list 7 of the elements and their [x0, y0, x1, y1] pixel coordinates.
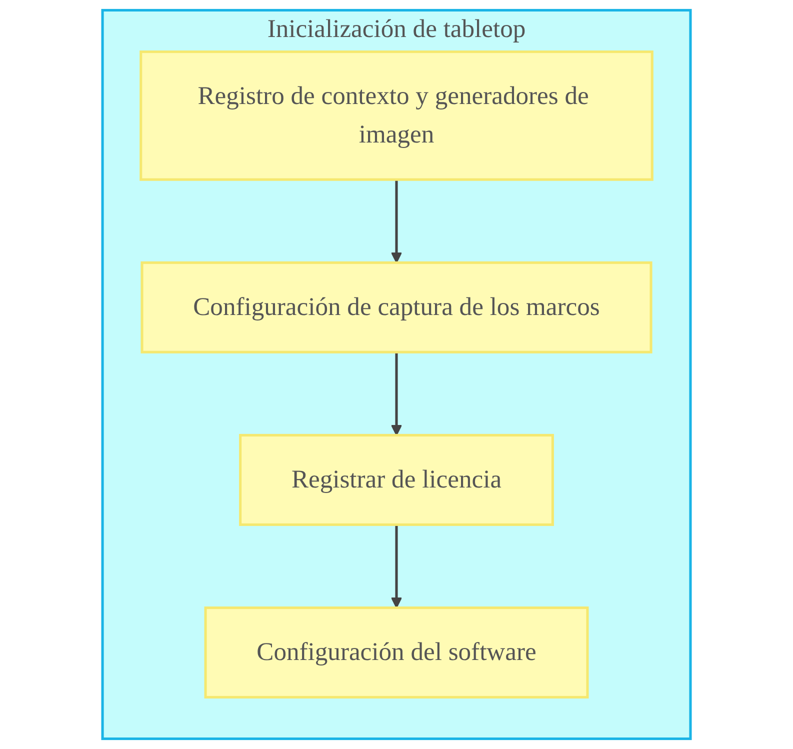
node-box: Configuración del software: [204, 606, 589, 699]
arrow: [390, 352, 402, 436]
arrow: [390, 524, 402, 608]
node-box: Configuración de captura de los marcos: [140, 261, 652, 354]
node-box: Registrar de licencia: [239, 434, 554, 526]
arrow: [390, 180, 402, 264]
node-box: Registro de contexto y generadores de imagen: [140, 50, 654, 181]
